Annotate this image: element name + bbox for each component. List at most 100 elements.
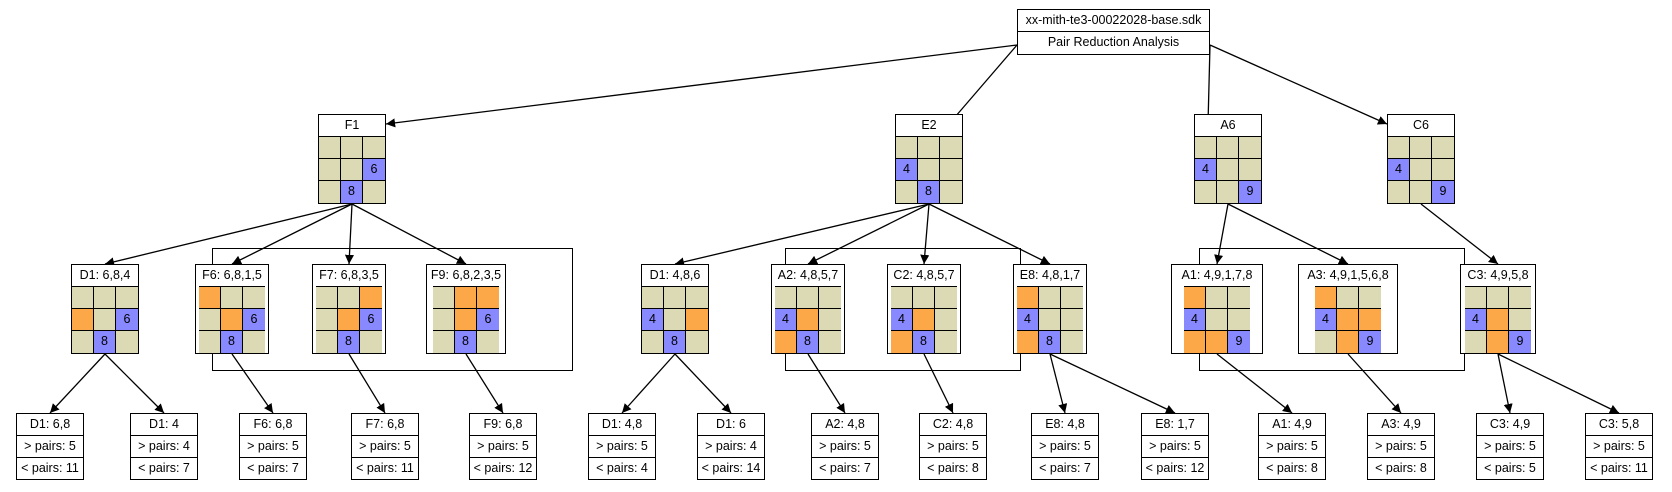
grid-cell: 4	[1388, 159, 1410, 181]
node-label: A6	[1220, 118, 1236, 132]
grid-cell	[1337, 287, 1359, 309]
grid-cell: 6	[477, 309, 499, 331]
leaf-label: D1: 6,8	[29, 417, 71, 431]
grid-cell	[1432, 137, 1454, 159]
grid-cell	[94, 287, 116, 309]
grid-cell	[1359, 287, 1381, 309]
grid-cell: 8	[913, 331, 935, 353]
leaf-label: A3: 4,9	[1381, 417, 1421, 431]
node-label: A3: 4,9,1,5,6,8	[1307, 268, 1389, 282]
node-label: E2	[921, 118, 937, 132]
grid-cell	[363, 181, 385, 203]
grid-cell	[664, 309, 686, 331]
grid-cell	[72, 309, 94, 331]
leaf-label: C2: 4,8	[932, 417, 974, 431]
grid-cell: 8	[341, 181, 363, 203]
leaf-more: > pairs: 5	[352, 435, 418, 457]
grid-cell	[1195, 137, 1217, 159]
edge-f6-l3	[231, 353, 274, 414]
node-label: D1: 6,8,4	[79, 268, 131, 282]
grid-cell	[1217, 137, 1239, 159]
grid-cell	[940, 181, 962, 203]
grid-cell	[1228, 287, 1250, 309]
grid-cell	[686, 331, 708, 353]
grid-cell: 4	[1315, 309, 1337, 331]
grid-cell	[243, 331, 265, 353]
edge-e2-a2	[807, 203, 930, 265]
grid-cell	[1487, 287, 1509, 309]
grid-cell	[221, 287, 243, 309]
node-label: F9: 6,8,2,3,5	[430, 268, 502, 282]
grid-cell	[360, 331, 382, 353]
grid-cell	[913, 309, 935, 331]
leaf-more: > pairs: 5	[470, 435, 536, 457]
leaf-more: > pairs: 5	[1368, 435, 1434, 457]
leaf-less: < pairs: 11	[17, 457, 83, 479]
leaf-more: > pairs: 5	[1032, 435, 1098, 457]
grid-cell	[1239, 137, 1261, 159]
grid-cell	[1337, 309, 1359, 331]
grid-cell: 9	[1239, 181, 1261, 203]
grid-cell	[1509, 287, 1531, 309]
grid-cell: 8	[918, 181, 940, 203]
edge-c2-l9	[923, 353, 954, 414]
edge-f9-l5	[465, 353, 504, 414]
leaf-less: < pairs: 7	[240, 457, 306, 479]
grid-cell	[433, 309, 455, 331]
grid-cell: 6	[360, 309, 382, 331]
grid-cell: 9	[1509, 331, 1531, 353]
grid-cell: 9	[1432, 181, 1454, 203]
leaf-less: < pairs: 12	[1142, 457, 1208, 479]
leaf-label: D1: 4,8	[601, 417, 643, 431]
leaf-label: E8: 1,7	[1155, 417, 1195, 431]
edge-e2-e8	[928, 203, 1051, 265]
grid-cell	[664, 287, 686, 309]
grid-cell	[686, 309, 708, 331]
leaf-less: < pairs: 11	[1586, 457, 1652, 479]
grid-cell	[935, 287, 957, 309]
grid-cell: 4	[775, 309, 797, 331]
grid-cell: 4	[1195, 159, 1217, 181]
node-label: C2: 4,8,5,7	[893, 268, 955, 282]
grid-cell	[72, 331, 94, 353]
edge-c3-l15	[1497, 353, 1620, 414]
node-label: F6: 6,8,1,5	[202, 268, 262, 282]
grid-cell	[316, 287, 338, 309]
grid-cell	[116, 287, 138, 309]
edge-f7-l4	[348, 353, 386, 414]
grid-cell	[940, 137, 962, 159]
grid-cell	[1228, 309, 1250, 331]
leaf-l5: F9: 6,8> pairs: 5< pairs: 12	[469, 413, 537, 480]
grid-cell	[935, 331, 957, 353]
grid-cell	[116, 331, 138, 353]
grid-cell	[363, 137, 385, 159]
edge-a6-a3	[1227, 203, 1349, 265]
grid-cell	[1206, 287, 1228, 309]
edge-root-c6	[1209, 44, 1388, 125]
grid-cell	[1487, 331, 1509, 353]
grid-cell	[1465, 331, 1487, 353]
node-label: C3: 4,9,5,8	[1467, 268, 1529, 282]
grid-cell	[797, 309, 819, 331]
grid-cell	[1039, 287, 1061, 309]
grid-cell	[1465, 287, 1487, 309]
leaf-label: C3: 4,9	[1489, 417, 1531, 431]
leaf-l3: F6: 6,8> pairs: 5< pairs: 7	[239, 413, 307, 480]
grid-cell	[319, 159, 341, 181]
edge-f1-f9	[351, 203, 467, 265]
leaf-less: < pairs: 8	[1368, 457, 1434, 479]
grid-cell	[775, 287, 797, 309]
edge-d1b-l7	[674, 353, 732, 414]
grid-cell	[319, 181, 341, 203]
leaf-less: < pairs: 4	[589, 457, 655, 479]
edge-d1a-l1	[49, 353, 106, 414]
edge-e2-d1b	[674, 203, 930, 267]
leaf-less: < pairs: 14	[698, 457, 764, 479]
